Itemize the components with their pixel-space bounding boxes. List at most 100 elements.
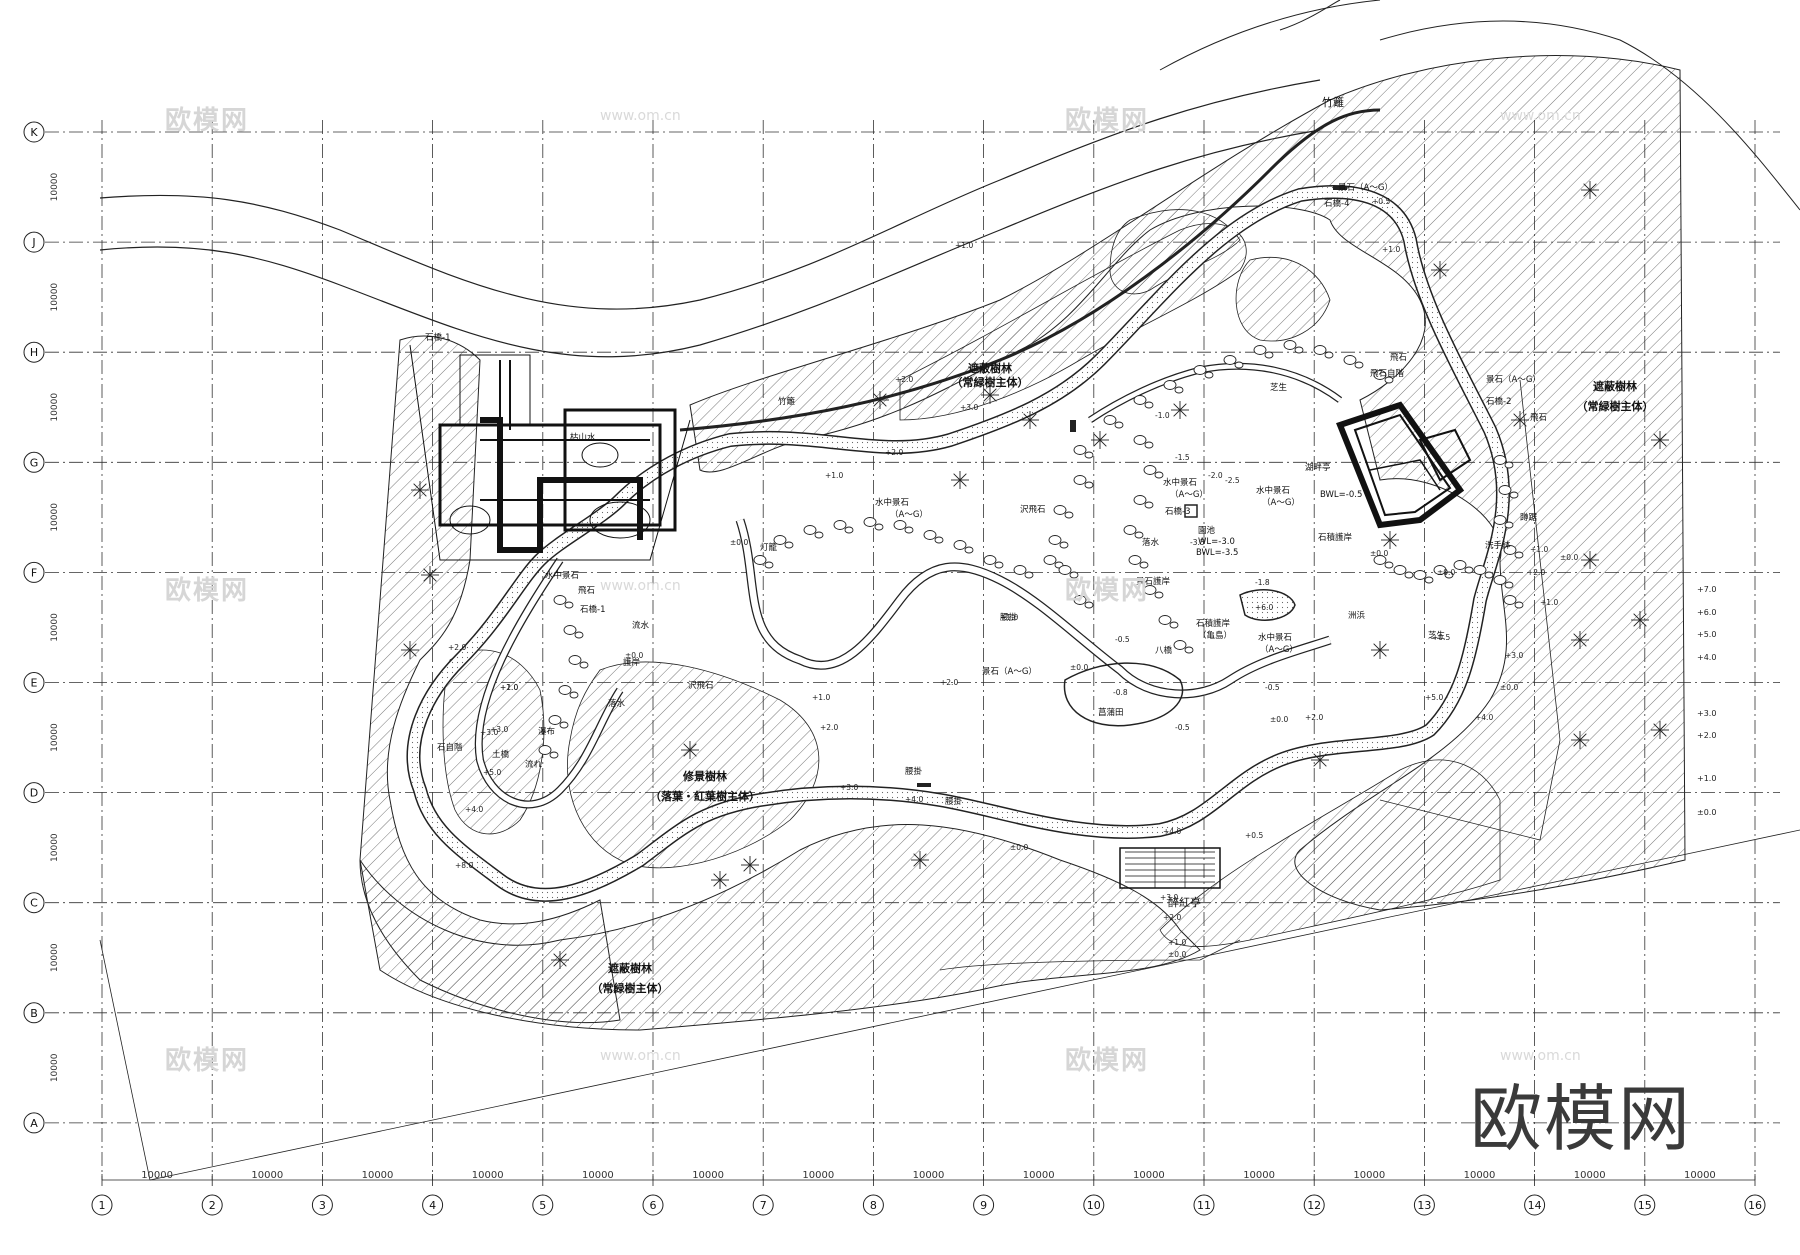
level-label: +2.0 [1527, 568, 1545, 577]
stone-revetment-label: 護岸 [623, 657, 641, 668]
hand-wash-label: 洗手鉢 [1485, 540, 1511, 551]
row-spacing: 10000 [50, 613, 60, 642]
legend-level: +2.0 [1697, 731, 1716, 740]
column-label: 15 [1638, 1199, 1652, 1212]
level-label: +3.0 [1160, 893, 1178, 902]
scenic-stone-2-label: 景石（A～G） [1338, 182, 1393, 193]
water-stone-4-label: 水中景石 [1256, 485, 1290, 496]
column-label: 2 [209, 1199, 216, 1212]
level-label: -2.0 [1208, 471, 1223, 480]
level-label: +8.0 [455, 861, 473, 870]
south-screen-forest-label: 遮蔽樹林 [608, 961, 652, 975]
watermark-4: 欧模网 [1065, 576, 1150, 606]
row-labels: K10000J10000H10000G10000F10000E10000D100… [23, 121, 60, 1134]
watermark-url-6: www.om.cn [1500, 1048, 1581, 1064]
row-label: C [30, 897, 38, 910]
pavilion-deck [1119, 847, 1221, 889]
row-spacing: 10000 [50, 833, 60, 862]
level-label: -1.0 [1155, 411, 1170, 420]
inner-island-forest [1235, 257, 1331, 342]
stone-bridge-top-label: 石橋-1 [425, 332, 450, 343]
row-marker [23, 451, 45, 473]
level-label: +0.5 [1245, 831, 1263, 840]
bench-1-label: 腰掛 [1000, 612, 1018, 623]
pond-bwl-label: BWL=-3.5 [1196, 548, 1238, 558]
watermark-url-1: www.om.cn [600, 108, 681, 124]
level-label: +1.0 [1000, 613, 1018, 622]
tea-house-building [1336, 401, 1472, 529]
row-label: K [30, 126, 38, 139]
roads [99, 0, 1800, 1181]
row-marker [23, 231, 45, 253]
column-marker [1083, 1194, 1105, 1216]
brand-logo: 欧模网 [1470, 1077, 1693, 1161]
column-label: 14 [1528, 1199, 1542, 1212]
level-label: +3.0 [1505, 651, 1523, 660]
level-label: ±0.0 [1560, 553, 1578, 562]
row-spacing: 10000 [50, 283, 60, 312]
column-spacing: 10000 [472, 1170, 504, 1181]
row-spacing: 10000 [50, 1053, 60, 1082]
iris-field-label: 菖蒲田 [1098, 707, 1124, 718]
row-label: F [31, 566, 37, 579]
column-spacing: 10000 [802, 1170, 834, 1181]
column-spacing: 10000 [1023, 1170, 1055, 1181]
bench-2-label: 腰掛 [905, 766, 923, 777]
level-label: ±0.0 [1168, 950, 1186, 959]
row-marker [23, 121, 45, 143]
range-ag-2-label: （A～G） [1170, 489, 1208, 500]
scenic-stone-3-label: 景石（A～G） [1486, 374, 1541, 385]
level-label: +1.0 [955, 241, 973, 250]
stone-revetment-3-label: 石積護岸 [1196, 618, 1231, 629]
level-label: ±0.0 [1270, 715, 1288, 724]
level-label: ±0.0 [1500, 683, 1518, 692]
iris-field-pond [1063, 662, 1184, 727]
tree-symbols [401, 181, 1669, 969]
watermark-url-2: www.om.cn [1500, 108, 1581, 124]
water-stone-5-label: 水中景石 [1258, 632, 1292, 643]
column-marker [1303, 1194, 1325, 1216]
east-screen-forest-label: 遮蔽樹林 [1593, 379, 1637, 393]
row-label: B [30, 1007, 38, 1020]
column-label: 12 [1307, 1199, 1321, 1212]
stone-bridge-1-label: 石橋-1 [580, 604, 605, 615]
eight-bridge-label: 八橋 [1155, 645, 1173, 656]
level-label: +3.0 [840, 783, 858, 792]
level-label: ±0.0 [1370, 549, 1388, 558]
stone-lantern-label: 灯籠 [760, 542, 778, 553]
level-label: +4.0 [1475, 713, 1493, 722]
scenic-forest-area [567, 661, 820, 869]
watermark-3: 欧模网 [165, 576, 250, 606]
level-label: ±0.0 [1437, 568, 1455, 577]
karesansui-label: 枯山水 [570, 432, 596, 443]
row-marker [23, 672, 45, 693]
level-label: -2.5 [1225, 476, 1240, 485]
soil-bridge-label: 土橋 [492, 749, 510, 760]
grass-slope-label: 芝生 [1428, 630, 1446, 641]
column-spacing: 10000 [362, 1170, 394, 1181]
level-label: +2.0 [885, 448, 903, 457]
level-label: -0.5 [1175, 723, 1190, 732]
water-stone-2-label: 水中景石 [875, 497, 909, 508]
elevation-legend: +7.0+6.0+5.0+4.0+3.0+2.0+1.0±0.0 [1697, 585, 1716, 817]
level-label: +0.5 [1432, 633, 1450, 642]
row-marker [23, 341, 45, 363]
column-label: 7 [760, 1199, 767, 1212]
waterfall-label: 落水 [608, 698, 626, 709]
level-label: +0.5 [1372, 197, 1390, 206]
bench-markers [917, 186, 1347, 787]
level-label: -0.8 [1113, 688, 1128, 697]
watermark-1: 欧模网 [165, 106, 250, 136]
row-marker [23, 782, 45, 804]
column-label: 4 [429, 1199, 436, 1212]
level-label: ±0.0 [1070, 663, 1088, 672]
column-marker [862, 1194, 884, 1216]
turtle-island [1239, 589, 1296, 621]
level-label: -3.5 [1190, 538, 1205, 547]
bamboo-fence-label: 竹籬 [1322, 95, 1344, 109]
pond-wl2-label: BWL=-0.5 [1320, 490, 1362, 500]
east-screen-forest-sub: （常緑樹主体） [1577, 399, 1654, 413]
south-forest [359, 824, 1201, 1031]
row-label: A [30, 1117, 38, 1130]
level-label: +1.0 [1168, 938, 1186, 947]
